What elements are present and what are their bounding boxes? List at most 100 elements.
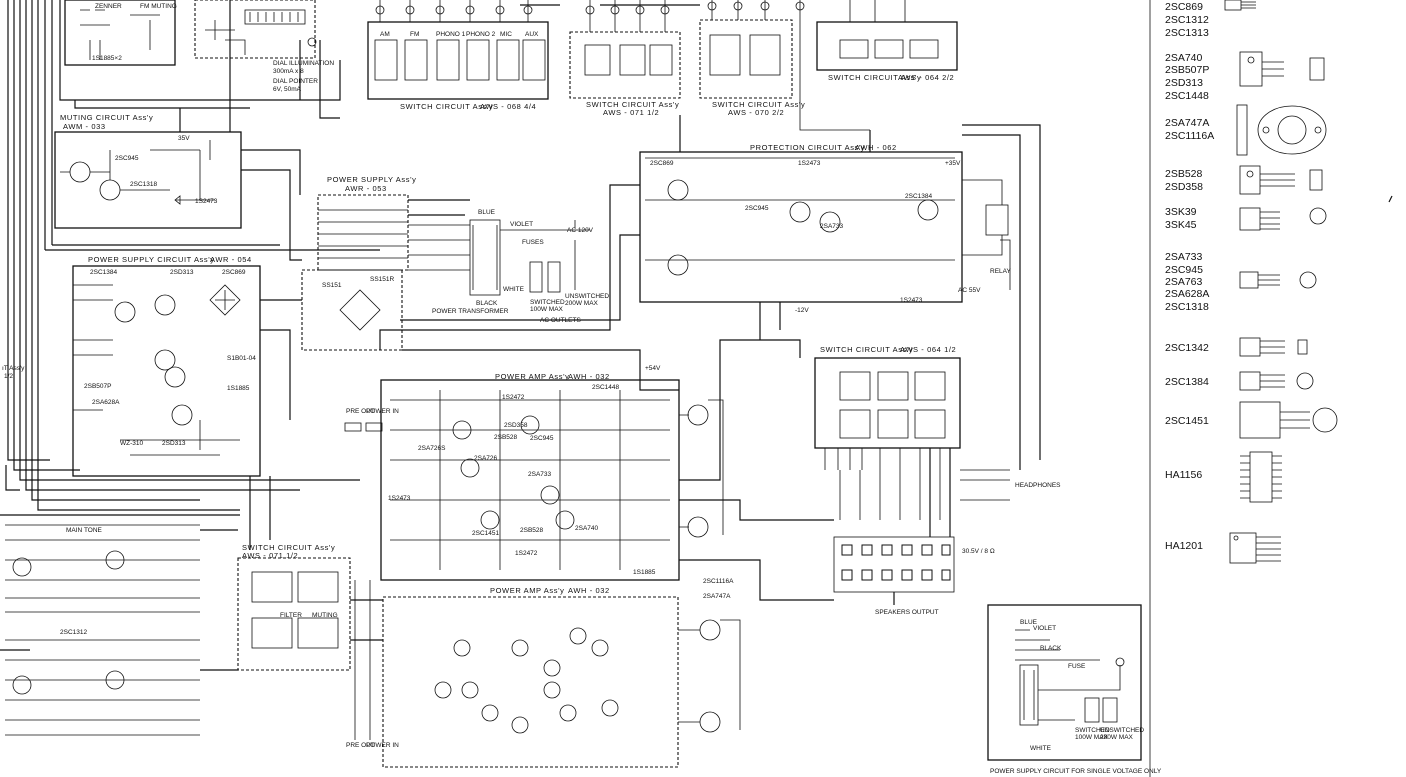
psu053-title: POWER SUPPLY Ass'y [327,175,416,184]
power-amp-top: POWER AMP Ass'y AWH - 032 +54V 2SC1448 1… [344,365,734,600]
psu054-zener: WZ-310 [120,440,144,447]
sw068-code: AWS - 068 4/4 [480,102,536,111]
part-2SC1448: 2SC1448 [1165,90,1209,102]
psu053-code: AWR - 053 [345,184,387,193]
sw068-label-am: AM [380,31,390,38]
ampt-t12: 2SA740 [575,525,599,532]
sw071b-muting: MUTING [312,612,338,619]
ampt-t5: 2SA726 [474,455,498,462]
muting-title: MUTING CIRCUIT Ass'y [60,113,153,122]
power-supply-awr-054: POWER SUPPLY CIRCUIT Ass'y AWR - 054 2SC… [72,255,261,477]
ic-sip-icon [1229,532,1281,564]
ampt-t9: 1S2473 [388,495,411,502]
edge-tick-mark [1388,195,1393,203]
part-2SB507P: 2SB507P [1165,64,1209,76]
tone-circuit: MAIN TONE 2SC1312 [5,524,200,736]
part-2SC1342: 2SC1342 [1165,342,1209,354]
psu053-xfmr: POWER TRANSFORMER [432,308,509,315]
psu053-rect2: SS151R [370,276,395,283]
psu053-black: BLACK [476,300,498,307]
parts-legend: 2SC869 2SC1312 2SC1313 2SA740 2SB507P 2S… [1149,0,1338,777]
switch-aws-064-main: SWITCH CIRCUIT Ass'y AWS - 064 1/2 HEADP… [814,345,1061,616]
sw064b-rating: 30.5V / 8 Ω [962,548,995,555]
psu054-t1: 2SC1384 [90,269,117,276]
muting-circuit: MUTING CIRCUIT Ass'y AWM - 033 2SC945 2S… [54,113,242,229]
inset-violet: VIOLET [1033,625,1056,632]
ampb-preout: PRE OUT [346,742,375,749]
tone-title: MAIN TONE [66,527,103,534]
inset-switched: SWITCHED [1075,727,1110,734]
ampt-t4: 2SA726S [418,445,446,452]
sw068-label-phono2: PHONO 2 [466,31,496,38]
ampt-t8: 2SA733 [528,471,552,478]
psu053-unsw2: 200W MAX [565,300,599,307]
dial-pointer-title: DIAL POINTER [273,78,318,85]
protection-circuit: PROTECTION CIRCUIT Ass'y AWH - 062 2SC86… [639,143,1011,314]
sw064b-headphones: HEADPHONES [1015,482,1061,489]
power-supply-awr-053: POWER SUPPLY Ass'y AWR - 053 SS151 SS151… [301,175,609,351]
part-2SA747A: 2SA747A [1165,117,1209,129]
inset-unswitched: UNSWITCHED [1100,727,1144,734]
psu053-acin: AC 120V [567,227,594,234]
sw071b-filter: FILTER [280,612,302,619]
psu054-d1: S1B01-04 [227,355,256,362]
mosfet-icon [1239,207,1327,231]
sw068-label-phono1: PHONO 1 [436,31,466,38]
ampt-t7: 2SC945 [530,435,554,442]
ampt-t3: 2SD358 [504,422,528,429]
protection-volt1: +35V [945,160,961,167]
dial-illumination-spec: 300mA x 8 [273,68,304,75]
psu054-t5: 2SA628A [92,399,120,406]
psu054-d2: 1S1885 [227,385,250,392]
left-bus-wires [0,0,380,651]
svg-text:1S1885×2: 1S1885×2 [92,55,122,62]
inset-fuse: FUSE [1068,663,1086,670]
part-2SC1116A: 2SC1116A [1165,130,1214,142]
sw064a-code: AWS - 064 2/2 [898,73,954,82]
muting-volt: 35V [178,135,190,142]
ampt-t2: 1S2472 [502,394,525,401]
svg-text:ZENNER: ZENNER [95,3,122,10]
protection-t2: 1S2473 [798,160,821,167]
ampb-title: POWER AMP Ass'y [490,586,564,595]
sw070-code: AWS - 070 2/2 [728,108,784,117]
transistor-to92-icon [1239,271,1317,289]
psu054-code: AWR - 054 [210,255,252,264]
transistor-to126-icon [1239,165,1323,195]
inset-unswitched2: 200W MAX [1100,734,1134,741]
part-3SK39: 3SK39 [1165,206,1197,218]
part-2SA628A: 2SA628A [1165,288,1209,300]
interconnect-wires [179,4,1041,671]
part-HA1201: HA1201 [1165,540,1203,552]
muting-code: AWM - 033 [63,122,106,131]
switch-aws-071-bottom: SWITCH CIRCUIT Ass'y AWS - 071 1/2 FILTE… [237,543,351,671]
sw064a-title: SWITCH CIRCUIT Ass'y [828,73,921,82]
ampt-t15: 2SC1116A [703,578,734,585]
ampt-t14: 2SB528 [520,527,544,534]
ampt-t11: 1S2472 [515,550,538,557]
sw068-title: SWITCH CIRCUIT Ass'y [400,102,493,111]
svg-text:FM MUTING: FM MUTING [140,3,177,10]
inset-title: POWER SUPPLY CIRCUIT FOR SINGLE VOLTAGE … [990,768,1162,775]
power-amp-bottom: POWER AMP Ass'y AWH - 032 PRE OUT POWER … [346,580,741,768]
sw070-title: SWITCH CIRCUIT Ass'y [712,100,805,109]
protection-volt2: -12V [795,307,809,314]
transistor-to92-icon [1224,0,1256,11]
dial-illumination: DIAL ILLUMINATION 300mA x 8 DIAL POINTER… [194,0,334,93]
sw071a-title: SWITCH CIRCUIT Ass'y [586,100,679,109]
psu053-sw3: 100W MAX [530,306,564,313]
psu054-t4: 2SB507P [84,383,111,390]
part-2SA740: 2SA740 [1165,52,1203,64]
psu053-violet: VIOLET [510,221,533,228]
sw068-label-mic: MIC [500,31,512,38]
ampt-preout: PRE OUT [346,408,375,415]
psu053-unsw: UNSWITCHED [565,293,609,300]
protection-t6: 1S2473 [900,297,923,304]
switch-aws-071-top: SWITCH CIRCUIT Ass'y AWS - 071 1/2 [569,0,681,117]
part-2SC1318: 2SC1318 [1165,301,1209,313]
inset-switched2: 100W MAX [1075,734,1109,741]
part-2SD358: 2SD358 [1165,181,1203,193]
protection-t1: 2SC869 [650,160,674,167]
psu054-title: POWER SUPPLY CIRCUIT Ass'y [88,255,215,264]
